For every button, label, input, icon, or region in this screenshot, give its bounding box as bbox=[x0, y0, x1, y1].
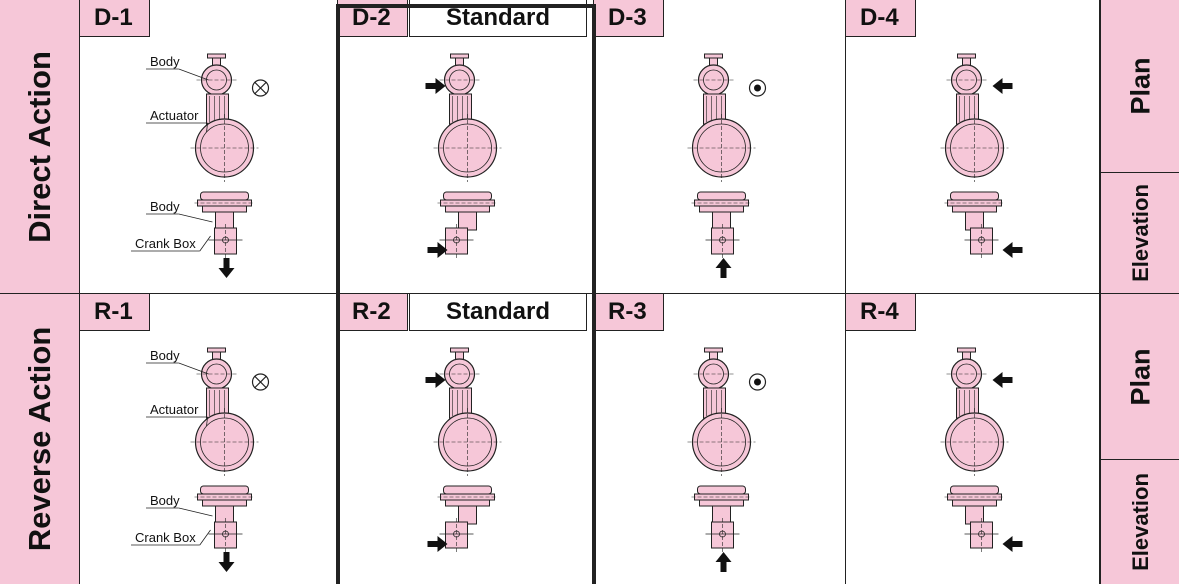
row-label-reverse: Reverse Action bbox=[0, 294, 80, 584]
direction-arrow-icon bbox=[992, 78, 1013, 94]
actuator-dome bbox=[950, 485, 999, 495]
leader-line bbox=[206, 416, 208, 427]
standard-label: Standard bbox=[409, 294, 587, 331]
leader-line bbox=[178, 507, 213, 517]
valve-drawing bbox=[425, 53, 502, 258]
row-label-direct-text: Direct Action bbox=[21, 50, 57, 243]
leader-line bbox=[199, 235, 211, 252]
cell-r-3: R-3 bbox=[594, 294, 845, 584]
actuator-dome bbox=[200, 191, 249, 201]
elevation-label: Elevation bbox=[1127, 184, 1153, 282]
cell-d-3: D-3 bbox=[594, 0, 845, 293]
row-label-direct: Direct Action bbox=[0, 0, 80, 293]
valve-drawing bbox=[940, 53, 1023, 258]
leader-line bbox=[206, 122, 208, 133]
divider-middle bbox=[0, 293, 1179, 294]
direction-arrow-icon bbox=[427, 242, 448, 258]
direction-arrow-icon bbox=[425, 372, 446, 388]
side-label-elevation-1: Elevation bbox=[1100, 173, 1179, 293]
valve-drawing bbox=[940, 347, 1023, 552]
valve-drawing bbox=[425, 347, 502, 552]
standard-highlight-frame bbox=[336, 4, 596, 584]
direction-arrow-icon bbox=[715, 258, 732, 278]
callout-label: Crank Box bbox=[135, 236, 196, 251]
side-label-elevation-2: Elevation bbox=[1100, 460, 1179, 584]
direction-arrow-icon bbox=[1002, 536, 1023, 552]
side-label-plan-2: Plan bbox=[1100, 294, 1179, 459]
callout-label: Actuator bbox=[150, 402, 199, 417]
cell-tag: R-4 bbox=[846, 294, 916, 331]
cell-tag: R-1 bbox=[80, 294, 150, 331]
cell-tag: D-3 bbox=[594, 0, 664, 37]
plan-label: Plan bbox=[1125, 347, 1155, 406]
direction-arrow-icon bbox=[218, 258, 235, 278]
direction-arrow-icon bbox=[1002, 242, 1023, 258]
leader-line bbox=[178, 68, 209, 81]
plan-label: Plan bbox=[1125, 57, 1155, 115]
valve-drawing bbox=[687, 347, 767, 572]
direction-arrow-icon bbox=[427, 536, 448, 552]
valve-drawing bbox=[687, 53, 767, 278]
divider-side-1 bbox=[1100, 172, 1179, 173]
elevation-label: Elevation bbox=[1127, 473, 1153, 571]
callout-label: Body bbox=[150, 348, 180, 363]
leader-line bbox=[178, 213, 213, 223]
callout-label: Actuator bbox=[150, 108, 199, 123]
callout-label: Body bbox=[150, 493, 180, 508]
divider-side-2 bbox=[1100, 459, 1179, 460]
cell-tag: D-4 bbox=[846, 0, 916, 37]
callout-label: Body bbox=[150, 199, 180, 214]
leader-line bbox=[199, 529, 211, 546]
direction-arrow-icon bbox=[218, 552, 235, 572]
actuator-dome bbox=[950, 191, 999, 201]
leader-line bbox=[178, 362, 209, 375]
cell-tag: R-3 bbox=[594, 294, 664, 331]
cell-tag: R-2 bbox=[338, 294, 408, 331]
side-label-plan-1: Plan bbox=[1100, 0, 1179, 172]
divider-col-4 bbox=[1099, 0, 1100, 584]
actuator-dome bbox=[697, 191, 746, 201]
direction-arrow-icon bbox=[425, 78, 446, 94]
actuator-dome bbox=[200, 485, 249, 495]
direction-arrow-icon bbox=[992, 372, 1013, 388]
callout-label: Crank Box bbox=[135, 530, 196, 545]
callout-label: Body bbox=[150, 54, 180, 69]
direction-arrow-icon bbox=[715, 552, 732, 572]
row-label-reverse-text: Reverse Action bbox=[21, 326, 57, 552]
divider-col-3 bbox=[845, 0, 846, 584]
cell-r-4: R-4 bbox=[846, 294, 1099, 584]
cell-d-4: D-4 bbox=[846, 0, 1099, 293]
actuator-dome bbox=[697, 485, 746, 495]
cell-tag: D-1 bbox=[80, 0, 150, 37]
